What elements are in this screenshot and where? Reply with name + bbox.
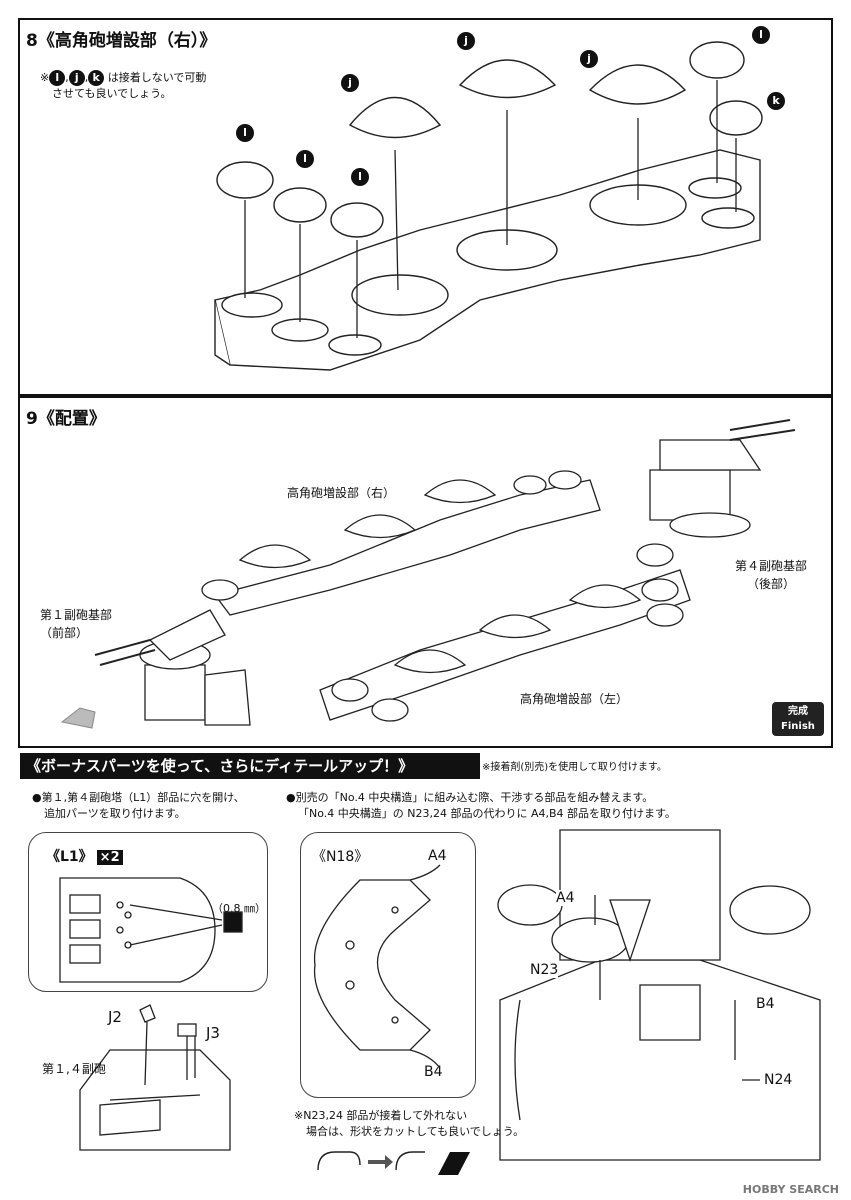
n18-label: 《N18》 — [312, 849, 369, 865]
j3-label: J3 — [206, 1024, 220, 1042]
bonus-banner-note: ※接着剤(別売)を使用して取り付けます。 — [482, 762, 667, 773]
part-letter-l: l — [236, 124, 254, 142]
finish-en: Finish — [781, 721, 815, 732]
step9-illustration — [60, 419, 796, 729]
watermark: HOBBY SEARCH — [742, 1183, 839, 1196]
fourth-base-line1: 第４副砲基部 — [735, 559, 808, 573]
j2-label: J2 — [108, 1008, 122, 1026]
first-base-line2: （前部） — [40, 626, 89, 640]
bonus-right-note: ●別売の「No.4 中央構造」に組み込む際、干渉する部品を組み替えます。 「No… — [286, 790, 676, 822]
note-letter: k — [88, 70, 105, 86]
step8-illustration — [214, 41, 763, 371]
n18-subpanel — [300, 832, 476, 1098]
note-line1: は接着しないで可動 — [107, 71, 207, 84]
part-letter-j: j — [580, 50, 598, 68]
part-letter-l: l — [351, 168, 369, 186]
label-fourth-base: 第４副砲基部 （後部） — [735, 557, 807, 593]
step9-title: 9《配置》 — [26, 409, 106, 429]
turret-label: 第１,４副砲 — [42, 1062, 106, 1076]
n18-a4: A4 — [428, 848, 447, 864]
step8-panel — [18, 18, 833, 396]
finish-badge: 完成 Finish — [772, 702, 824, 736]
note-letter: l — [49, 70, 66, 86]
note-line2: させても良いでしょう。 — [52, 87, 172, 100]
label-right-mount: 高角砲増設部（右） — [287, 486, 396, 500]
note-prefix: ※ — [40, 71, 50, 84]
note-letter: j — [68, 70, 85, 86]
sep: , — [84, 71, 89, 84]
right-note-line1: ●別売の「No.4 中央構造」に組み込む際、干渉する部品を組み替えます。 — [286, 791, 654, 804]
step8-note: ※l,j,k は接着しないで可動 させても良いでしょう。 — [40, 70, 206, 102]
part-letter-j: j — [457, 32, 475, 50]
fourth-base-line2: （後部） — [747, 577, 796, 591]
finish-jp: 完成 — [788, 706, 808, 717]
bonus-banner: 《ボーナスパーツを使って、さらにディテールアップ！》 — [20, 753, 480, 779]
left-note-line2: 追加パーツを取り付けます。 — [44, 807, 186, 820]
sep: , — [65, 71, 69, 84]
part-letter-l: l — [752, 26, 770, 44]
label-left-mount: 高角砲増設部（左） — [520, 692, 629, 706]
left-note-line1: ●第１,第４副砲塔（L1）部品に穴を開け、 — [32, 791, 245, 804]
l1-subpanel — [28, 832, 268, 992]
right-note-line2: 「No.4 中央構造」の N23,24 部品の代わりに A4,B4 部品を取り付… — [298, 807, 676, 820]
assembly-n23: N23 — [530, 962, 559, 978]
assembly-n24: N24 — [764, 1072, 793, 1088]
bonus-bottom-note: ※N23,24 部品が接着して外れない 場合は、形状をカットしても良いでしょう。 — [294, 1108, 524, 1140]
bottom-note-line2: 場合は、形状をカットしても良いでしょう。 — [306, 1125, 525, 1138]
bottom-note-line1: ※N23,24 部品が接着して外れない — [294, 1109, 468, 1122]
part-letter-k: k — [767, 92, 785, 110]
bonus-left-note: ●第１,第４副砲塔（L1）部品に穴を開け、 追加パーツを取り付けます。 — [32, 790, 245, 822]
l1-count: ×2 — [96, 850, 123, 865]
first-base-line1: 第１副砲基部 — [40, 608, 113, 622]
part-letter-l: l — [296, 150, 314, 168]
l1-label: 《L1》×2 — [46, 846, 123, 866]
label-first-base: 第１副砲基部 （前部） — [40, 606, 112, 642]
assembly-b4: B4 — [756, 996, 775, 1012]
l1-label-text: 《L1》 — [46, 849, 93, 865]
part-letter-j: j — [341, 74, 359, 92]
assembly-a4: A4 — [556, 890, 575, 906]
step8-title: 8《高角砲増設部（右）》 — [26, 31, 217, 51]
n18-b4: B4 — [424, 1064, 443, 1080]
step9-panel — [18, 396, 833, 748]
